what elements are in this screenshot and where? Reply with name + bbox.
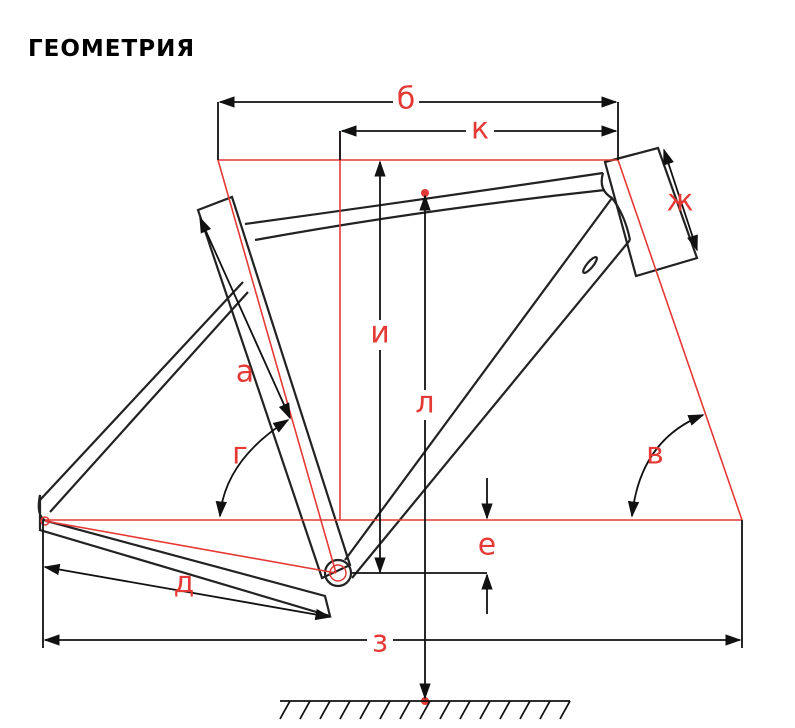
dimension-labels: б к и л а г в ж е д з — [174, 82, 694, 660]
label-z: з — [372, 625, 388, 660]
bike-frame — [37, 146, 699, 618]
label-g: г — [232, 437, 248, 472]
label-v: в — [646, 437, 664, 472]
dimension-lines — [42, 96, 743, 720]
label-a: а — [236, 355, 254, 390]
label-k: к — [471, 112, 489, 147]
page-title: ГЕОМЕТРИЯ — [28, 36, 196, 62]
label-d: д — [174, 566, 195, 601]
label-l: л — [415, 386, 434, 421]
label-e: е — [478, 528, 496, 563]
label-zh: ж — [666, 184, 693, 219]
label-b: б — [397, 82, 416, 117]
label-i: и — [370, 316, 390, 351]
